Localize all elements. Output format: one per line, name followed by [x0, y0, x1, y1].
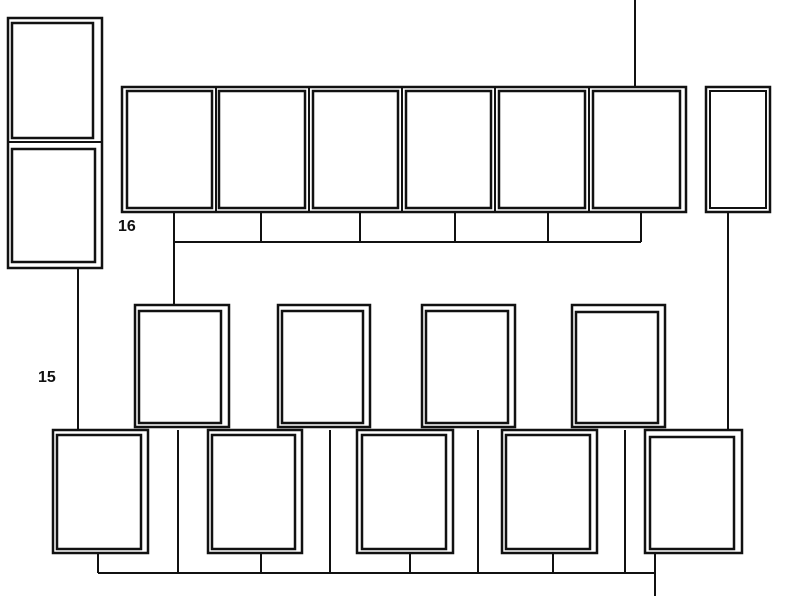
generation-label-16: 16 — [118, 218, 136, 235]
person-card-inner — [280, 309, 365, 425]
person-card[interactable] — [404, 89, 493, 210]
person-card[interactable] — [217, 89, 307, 210]
person-card[interactable] — [276, 303, 372, 429]
connector-lines — [77, 0, 729, 596]
person-card-inner — [424, 309, 510, 425]
left-column-boxes — [6, 16, 104, 270]
gen15-row — [51, 428, 744, 555]
gen16-frame — [120, 85, 688, 214]
person-card[interactable] — [570, 303, 667, 429]
person-card-inner — [10, 21, 95, 140]
person-card[interactable] — [355, 428, 455, 555]
person-card-inner — [137, 309, 223, 425]
person-card[interactable] — [591, 89, 682, 210]
person-card-inner — [504, 433, 592, 551]
person-card[interactable] — [311, 89, 400, 210]
person-card[interactable] — [420, 303, 517, 429]
person-card-inner — [55, 433, 143, 551]
person-card-inner — [574, 310, 660, 425]
person-card[interactable] — [206, 428, 304, 555]
person-card[interactable] — [500, 428, 599, 555]
person-card-inner — [709, 90, 767, 209]
person-card[interactable] — [125, 89, 214, 210]
person-card[interactable] — [643, 428, 744, 555]
person-card-inner — [10, 147, 97, 264]
person-card-inner — [210, 433, 297, 551]
person-card[interactable] — [51, 428, 150, 555]
person-card-inner — [648, 435, 736, 551]
person-card[interactable] — [133, 303, 231, 429]
gen16-row — [120, 85, 772, 214]
middle-row — [133, 303, 667, 429]
person-card[interactable] — [704, 85, 772, 214]
generation-label-15: 15 — [38, 369, 56, 386]
person-card[interactable] — [497, 89, 587, 210]
person-card-inner — [360, 433, 448, 551]
